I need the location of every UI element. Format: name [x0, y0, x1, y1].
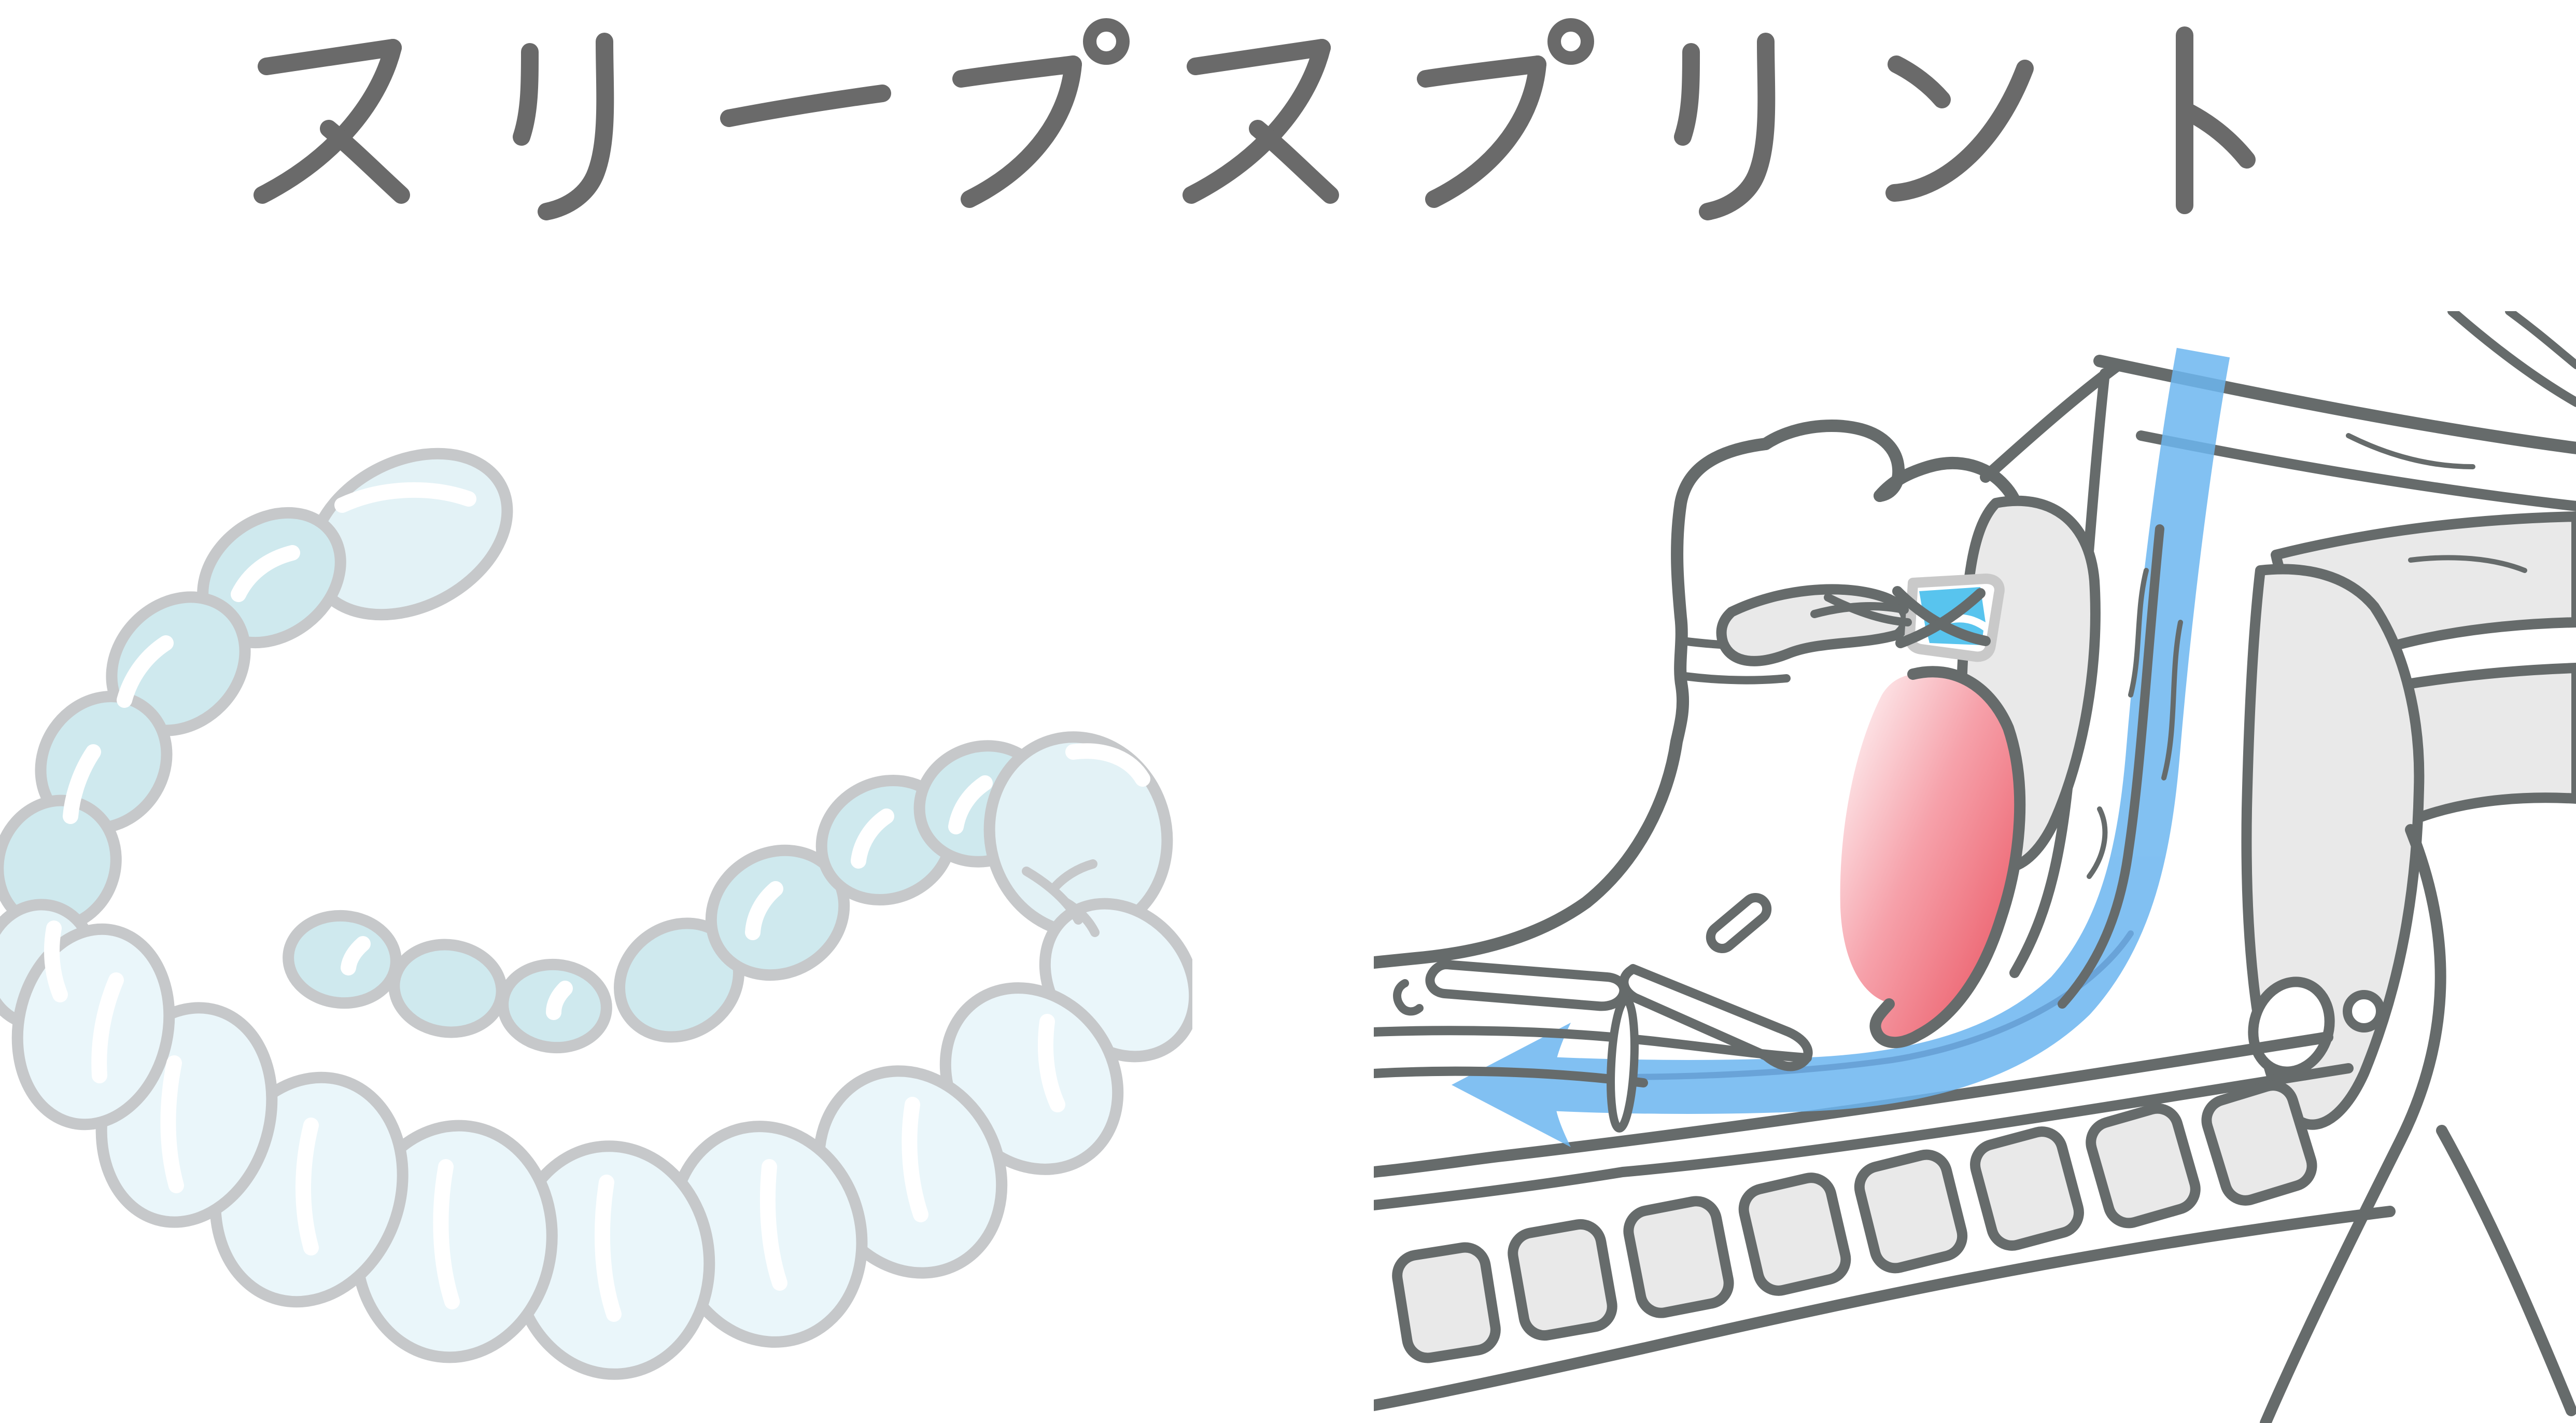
- title-glyph-su: [254, 39, 410, 204]
- title-glyph-pu: [1417, 18, 1594, 208]
- aligner-inner-cusps: [283, 910, 612, 1054]
- title-glyph-n: [1885, 55, 2034, 202]
- head-cross-section-figure: [1374, 311, 2576, 1423]
- title-glyph-pu: [952, 18, 1130, 208]
- aligner-fissure-lines: [1022, 859, 1100, 937]
- title-glyph-to: [2176, 26, 2256, 214]
- aligner-highlights: [44, 482, 1150, 1322]
- geniohyoid-band: [1619, 964, 1813, 1071]
- hyoid-bone: [1706, 893, 1772, 953]
- mylohyoid-band: [1425, 960, 1629, 1011]
- nasal-dorsum: [1980, 359, 2124, 483]
- title-glyph-su: [1183, 39, 1339, 204]
- larynx-inlet-ellipse: [1607, 996, 1639, 1133]
- incisor-line: [1810, 602, 1909, 618]
- neck-outline: [2260, 824, 2446, 1423]
- title-katakana-lettering: [254, 18, 2256, 220]
- tongue: [1840, 666, 2026, 1049]
- face-profile: [1374, 359, 2124, 969]
- title-glyph-chouon: [720, 85, 891, 127]
- dental-aligner-figure: [0, 448, 1192, 1380]
- title-glyph-ri: [513, 33, 614, 220]
- title-glyph-ri: [1674, 33, 1776, 220]
- cervical-spine: [1374, 1031, 2396, 1411]
- palate-bone: [1716, 584, 1911, 666]
- incisor-line: [1824, 593, 1912, 626]
- molar-splint-device: [1810, 574, 2005, 662]
- aligner-right-molar-teeth: [614, 731, 1173, 1043]
- aligner-front-teeth: [11, 898, 1192, 1380]
- neck-corner-line: [2436, 1125, 2576, 1416]
- mouth-floor-larynx: [1374, 893, 1813, 1133]
- vertebrae: [1392, 1080, 2317, 1363]
- lower-molar-line: [1895, 588, 1986, 648]
